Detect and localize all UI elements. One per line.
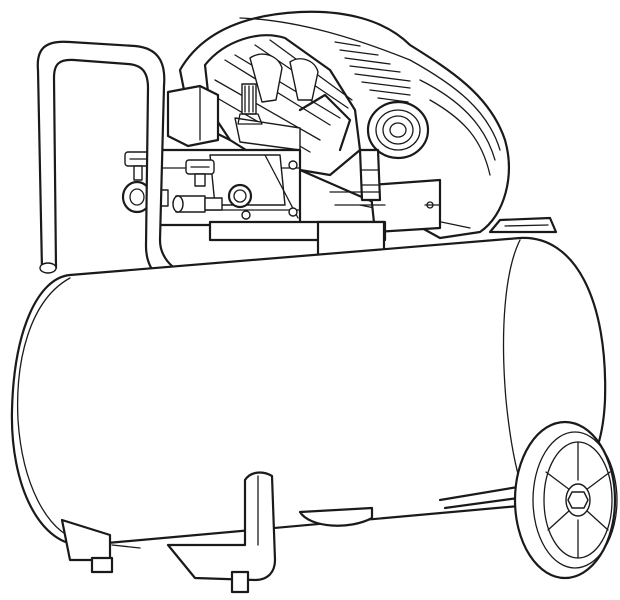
front-foot	[60, 471, 277, 594]
manifold	[158, 148, 302, 227]
pressure-gauge-right	[185, 159, 215, 187]
drain-fitting	[298, 506, 374, 527]
wheel	[513, 420, 618, 580]
air-filter	[360, 100, 430, 160]
tank-top-bracket	[488, 216, 558, 234]
outlet-port	[227, 160, 298, 220]
pump-head	[203, 34, 362, 177]
quick-coupler	[172, 195, 223, 213]
pressure-switch	[166, 83, 263, 148]
vent-slots	[334, 41, 411, 103]
